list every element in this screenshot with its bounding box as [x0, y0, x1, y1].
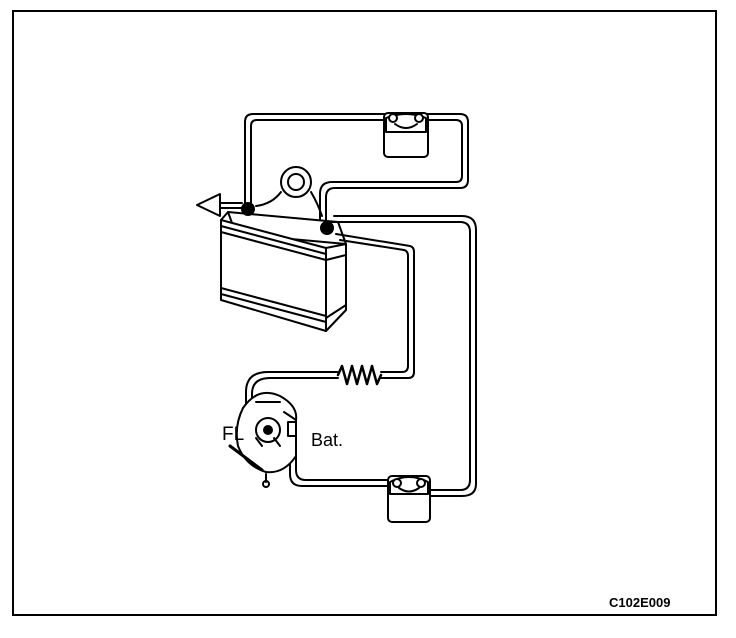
battery-negative-terminal — [241, 202, 255, 216]
resistor — [336, 364, 383, 386]
bat-terminal-label: Bat. — [311, 430, 344, 450]
alternator — [228, 392, 298, 488]
top-wire-loop — [244, 113, 469, 223]
battery-positive-terminal — [320, 221, 334, 235]
bottom-meter — [387, 475, 431, 523]
middle-wire-loop — [245, 233, 415, 411]
figure-code: C102E009 — [609, 595, 671, 610]
figure-frame — [12, 10, 717, 616]
right-wire-loop — [329, 215, 477, 497]
ground-arrow — [196, 193, 243, 217]
fl-terminal-label: FL — [222, 424, 245, 445]
top-meter — [383, 112, 429, 158]
bat-wire — [289, 429, 389, 487]
cable-clamp — [255, 166, 323, 217]
battery — [220, 211, 347, 332]
